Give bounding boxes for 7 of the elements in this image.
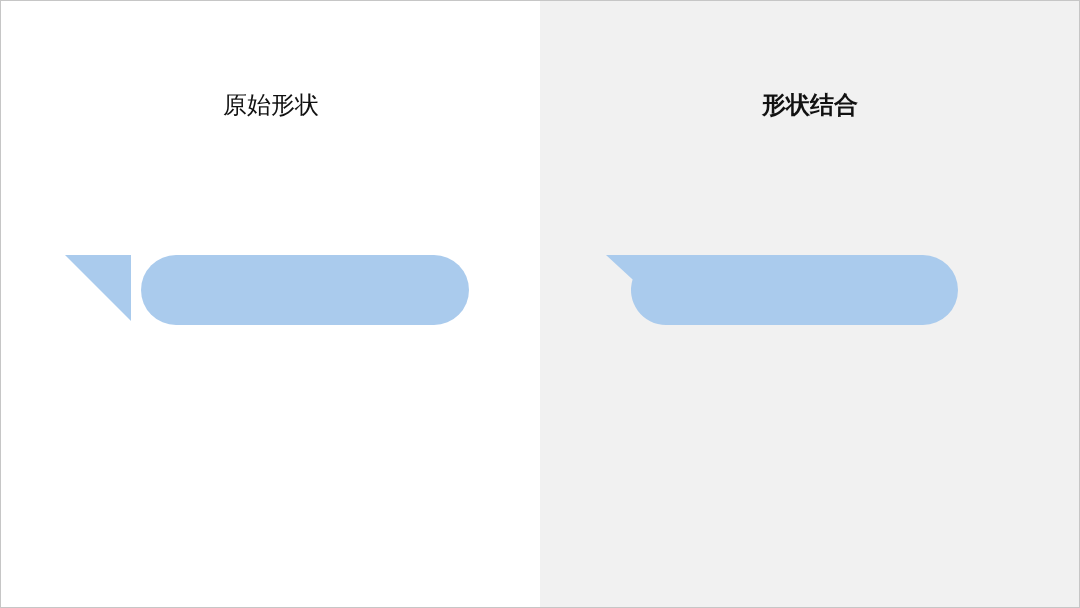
right-panel (540, 0, 1080, 608)
speech-bubble-shape (606, 255, 958, 325)
left-panel (0, 0, 540, 608)
pill-shape (141, 255, 469, 325)
heading: 原始形状 (222, 90, 319, 121)
heading: 形状结合 (761, 90, 858, 121)
triangle-shape (65, 255, 131, 321)
